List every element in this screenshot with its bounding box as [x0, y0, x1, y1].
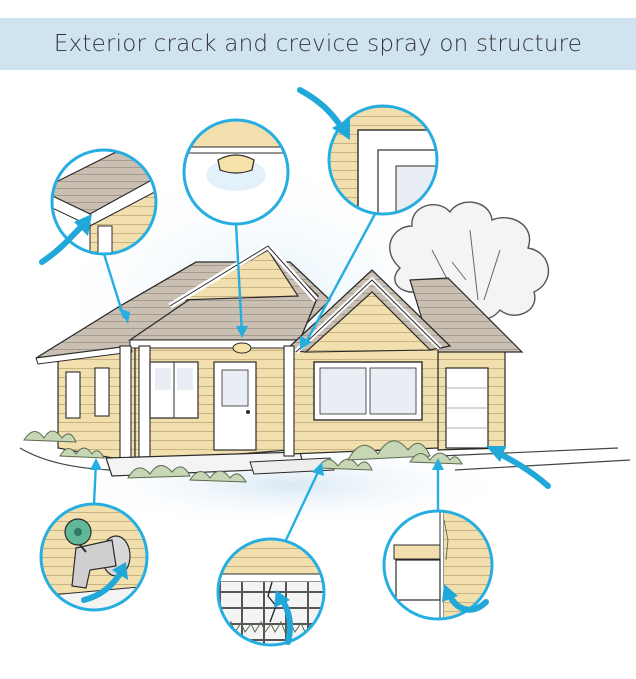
page-title: Exterior crack and crevice spray on stru…: [53, 31, 583, 57]
title-banner: Exterior crack and crevice spray on stru…: [0, 18, 636, 70]
faucet-icon: [41, 504, 147, 610]
arrowhead-window: [300, 336, 312, 350]
porch: [105, 342, 335, 477]
porch-light: [232, 342, 252, 354]
pointer-lines: [92, 213, 440, 541]
spray-arrow-eave: [39, 223, 85, 265]
pointer-foundation: [284, 467, 322, 541]
pointer-light: [234, 223, 244, 335]
callout-foundation-crack: [216, 537, 326, 647]
arrowhead-light: [236, 326, 248, 338]
spray-arrow-window: [297, 87, 345, 131]
pointer-heads: [90, 308, 444, 476]
spray-arrow-siding: [447, 593, 489, 613]
shrubs: [23, 430, 463, 483]
spray-arrowheads: [74, 118, 506, 608]
callout-porch-light: [182, 118, 290, 226]
callout-siding-base: [382, 509, 494, 621]
callout-hose-spigot: [39, 502, 149, 612]
pointer-eave: [102, 253, 126, 319]
pointer-window: [302, 213, 377, 347]
arrowhead-foundation: [312, 462, 324, 476]
right-wing: [283, 269, 452, 457]
arrowhead-spigot: [90, 458, 102, 470]
foundation-icon: [218, 539, 324, 645]
spray-arrow-spigot: [81, 571, 123, 603]
arrowhead-eave: [118, 308, 130, 324]
arrowhead-siding: [432, 458, 444, 470]
